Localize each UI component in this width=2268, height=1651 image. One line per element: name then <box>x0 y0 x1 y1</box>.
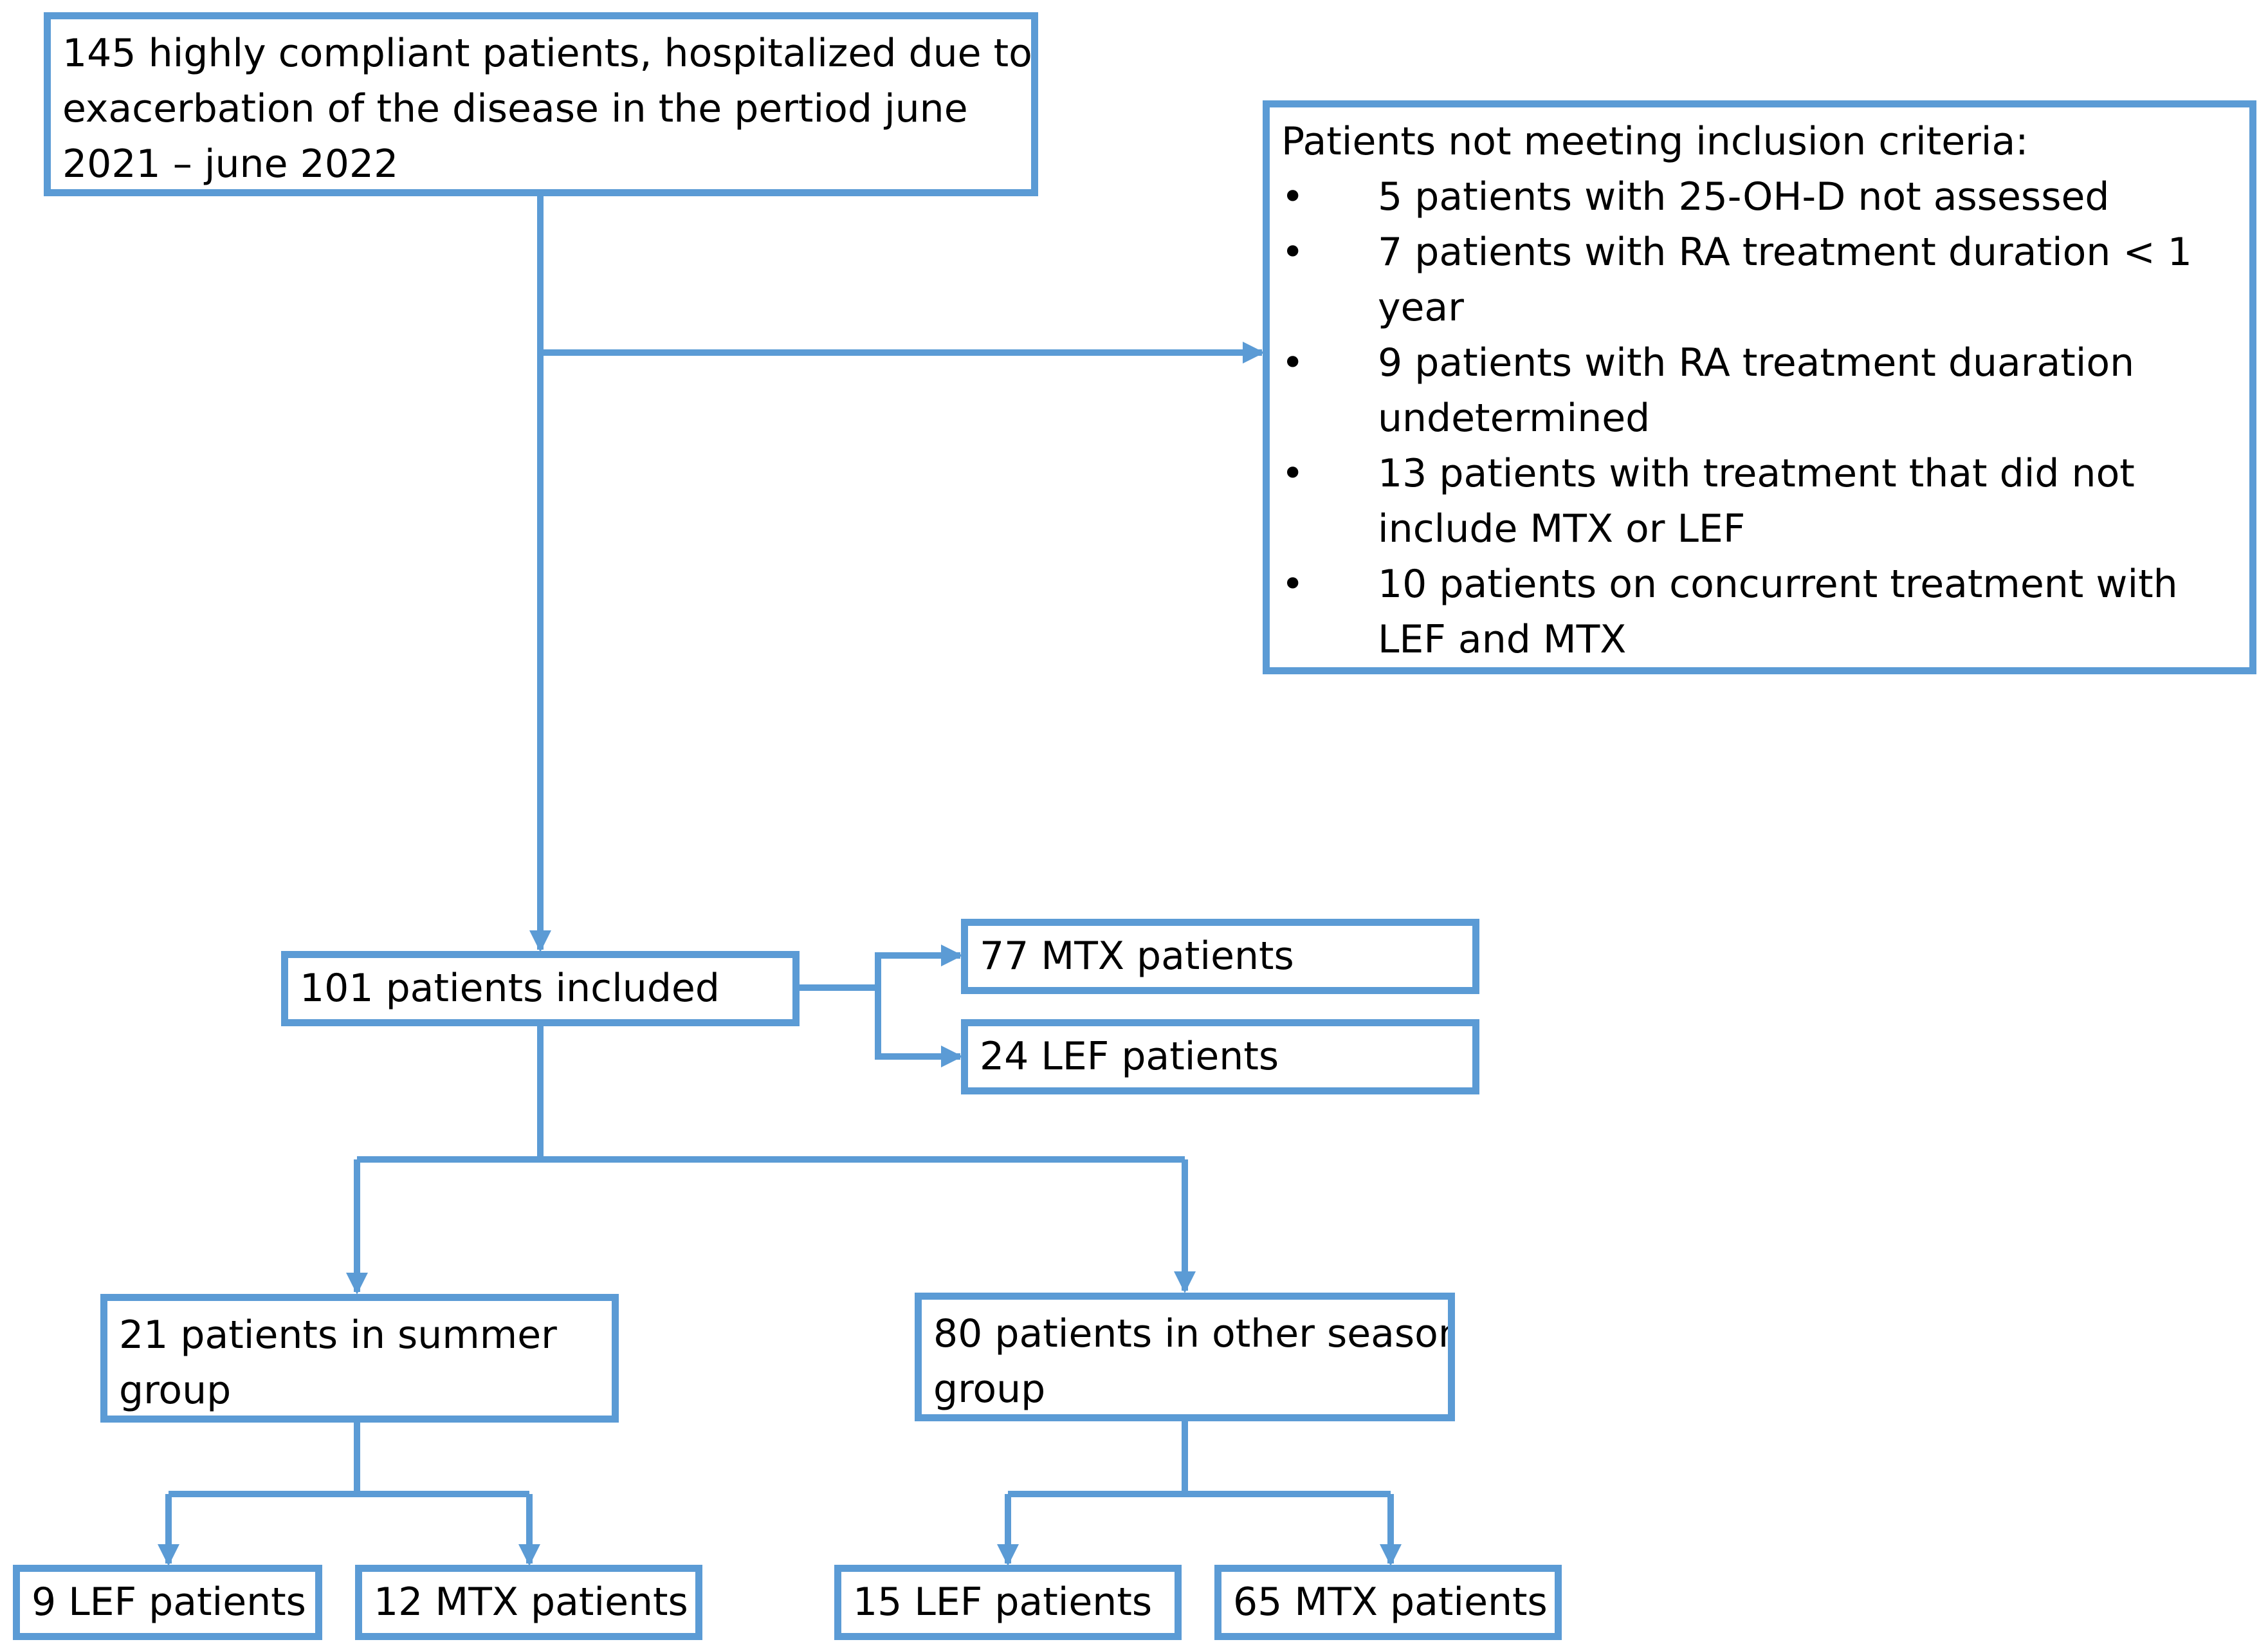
summer-lef-box: 9 LEF patients <box>13 1565 322 1640</box>
bullet-icon: • <box>1281 340 1304 385</box>
bullet-icon: • <box>1281 230 1304 275</box>
exclusion-item-text: 9 patients with RA treatment duaration u… <box>1378 340 2135 441</box>
other-mtx-box: 65 MTX patients <box>1214 1565 1562 1640</box>
other-mtx-label: 65 MTX patients <box>1233 1580 1548 1625</box>
summer-group-box: 21 patients in summer group <box>100 1294 619 1423</box>
other-season-line-1: 80 patients in other season <box>933 1311 1455 1356</box>
exclusion-item-text: 5 patients with 25-OH-D not assessed <box>1378 174 2110 219</box>
exclusion-title: Patients not meeting inclusion criteria: <box>1281 119 2029 164</box>
exclusion-item: • 7 patients with RA treatment duration … <box>1281 225 2238 335</box>
exclusion-item-text: 10 patients on concurrent treatment with… <box>1378 562 2178 662</box>
included-mtx-label: 77 MTX patients <box>980 934 1294 979</box>
included-lef-box: 24 LEF patients <box>961 1019 1479 1094</box>
exclusion-item: • 9 patients with RA treatment duaration… <box>1281 335 2238 446</box>
other-lef-box: 15 LEF patients <box>834 1565 1182 1640</box>
other-season-box: 80 patients in other season group <box>915 1293 1455 1421</box>
summer-mtx-box: 12 MTX patients <box>355 1565 702 1640</box>
connector-to-included-mtx <box>875 945 963 988</box>
summer-lef-label: 9 LEF patients <box>32 1580 306 1625</box>
included-box-label: 101 patients included <box>300 966 720 1011</box>
exclusion-item-text: 13 patients with treatment that did not … <box>1378 451 2135 551</box>
included-lef-label: 24 LEF patients <box>980 1034 1279 1079</box>
exclusion-item-text: 7 patients with RA treatment duration < … <box>1378 230 2192 330</box>
other-lef-label: 15 LEF patients <box>853 1580 1153 1625</box>
included-box: 101 patients included <box>281 951 800 1026</box>
start-box-line-1: 145 highly compliant patients, hospitali… <box>62 31 1032 76</box>
connector-to-included-lef <box>875 988 963 1067</box>
exclusion-item: • 5 patients with 25-OH-D not assessed <box>1281 169 2238 225</box>
included-mtx-box: 77 MTX patients <box>961 919 1479 994</box>
summer-group-line-1: 21 patients in summer <box>119 1313 557 1358</box>
exclusion-item: • 10 patients on concurrent treatment wi… <box>1281 557 2238 667</box>
start-box-line-3: 2021 – june 2022 <box>62 142 399 187</box>
summer-mtx-label: 12 MTX patients <box>374 1580 688 1625</box>
bullet-icon: • <box>1281 174 1304 219</box>
exclusion-item: • 13 patients with treatment that did no… <box>1281 446 2238 557</box>
start-box: 145 highly compliant patients, hospitali… <box>44 12 1038 196</box>
summer-group-line-2: group <box>119 1368 232 1413</box>
other-season-line-2: group <box>933 1367 1046 1412</box>
bullet-icon: • <box>1281 451 1304 496</box>
bullet-icon: • <box>1281 562 1304 607</box>
start-box-line-2: exacerbation of the disease in the perti… <box>62 86 968 131</box>
exclusion-box: Patients not meeting inclusion criteria:… <box>1263 100 2256 674</box>
